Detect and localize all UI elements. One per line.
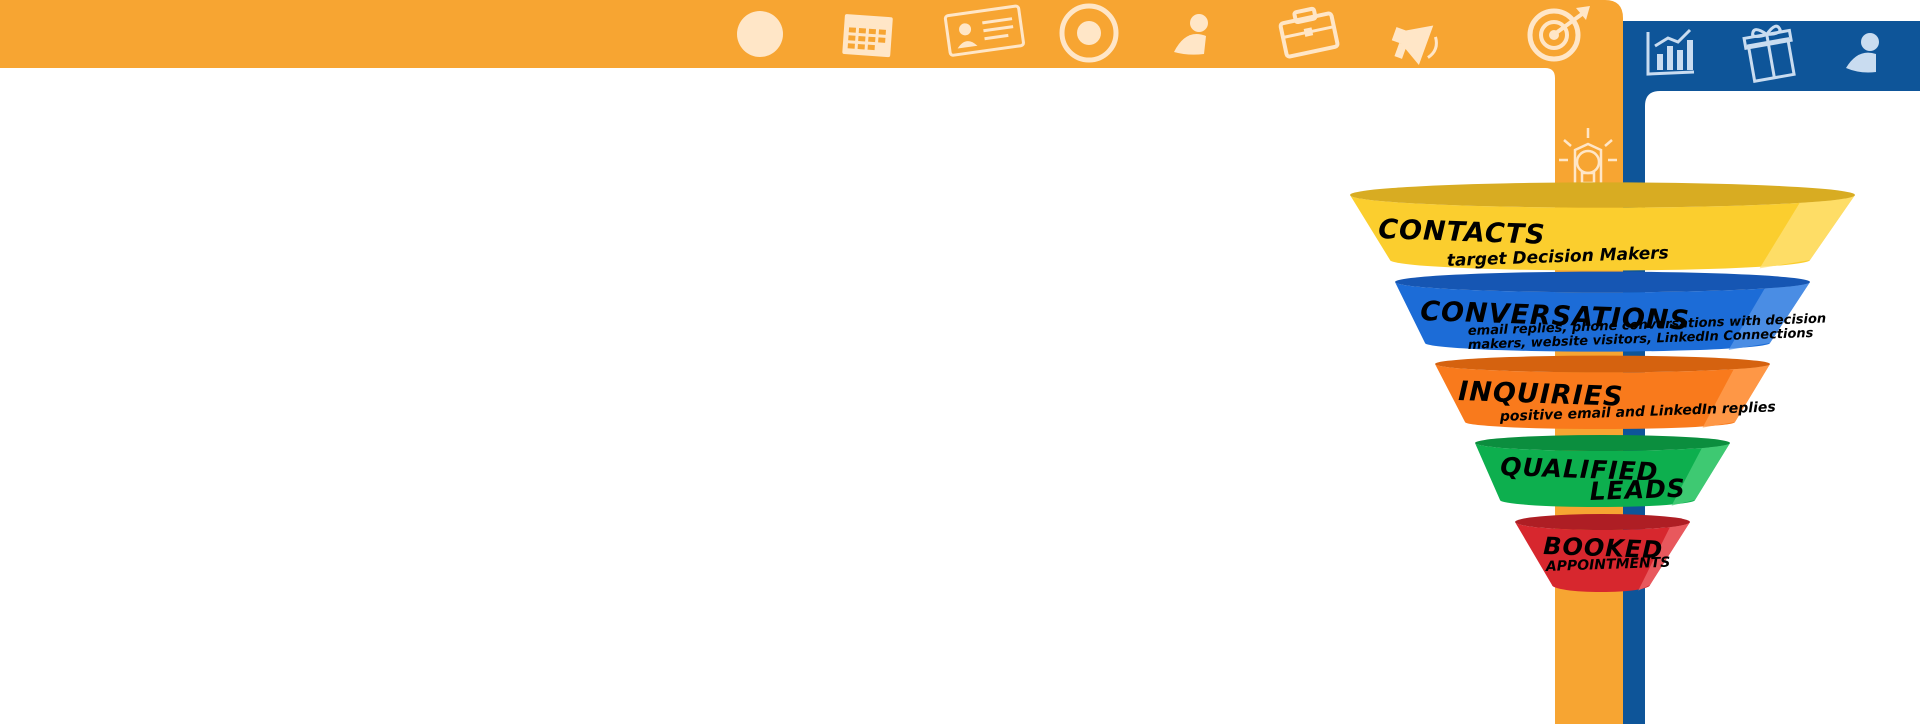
- funnel-band-body: [1515, 522, 1690, 592]
- chart-icon: [1646, 28, 1695, 76]
- funnel-band-body: [1395, 282, 1810, 352]
- blue-bar-icons: [1646, 24, 1879, 83]
- funnel-band-highlight: [1728, 282, 1810, 350]
- briefcase-icon: [1278, 6, 1340, 59]
- funnel-stage-subtitle: APPOINTMENTS: [1545, 555, 1671, 575]
- funnel-band-body: [1475, 443, 1730, 507]
- lightbulb-icon: [1559, 128, 1617, 190]
- funnel-stage-title: BOOKED: [1543, 532, 1664, 564]
- bullseye-arrow-icon: [1527, 6, 1590, 62]
- calendar-icon: [842, 14, 893, 58]
- target-ring-icon: [1059, 3, 1119, 63]
- funnel-stage-title: CONTACTS: [1378, 214, 1546, 251]
- funnel-stage-title: QUALIFIED: [1500, 452, 1659, 487]
- id-card-icon: [943, 4, 1025, 57]
- funnel-stage-title: INQUIRIES: [1458, 376, 1624, 413]
- funnel-stage-subtitle: LEADS: [1589, 474, 1686, 506]
- blue-bar-corner: [1645, 91, 1660, 106]
- funnel-band-body: [1435, 364, 1770, 429]
- user-icon: [1174, 14, 1208, 55]
- funnel-band-rim: [1515, 514, 1690, 530]
- funnel-band-highlight: [1702, 364, 1770, 428]
- orange-top-bar: [0, 0, 1623, 724]
- funnel-band-rim: [1475, 435, 1730, 451]
- funnel-band-highlight: [1671, 443, 1730, 506]
- gift-icon: [1742, 24, 1796, 83]
- top-bar-icons: [737, 3, 1590, 65]
- funnel-band-body: [1350, 195, 1855, 271]
- megaphone-icon: [1391, 25, 1438, 65]
- user-icon: [1846, 33, 1879, 73]
- funnel-band-highlight: [1759, 195, 1855, 269]
- circle-icon: [737, 11, 783, 57]
- funnel-band-highlight: [1638, 522, 1690, 591]
- funnel-band-rim: [1395, 271, 1810, 293]
- funnel-band-rim: [1350, 182, 1855, 208]
- funnel-band-rim: [1435, 355, 1770, 373]
